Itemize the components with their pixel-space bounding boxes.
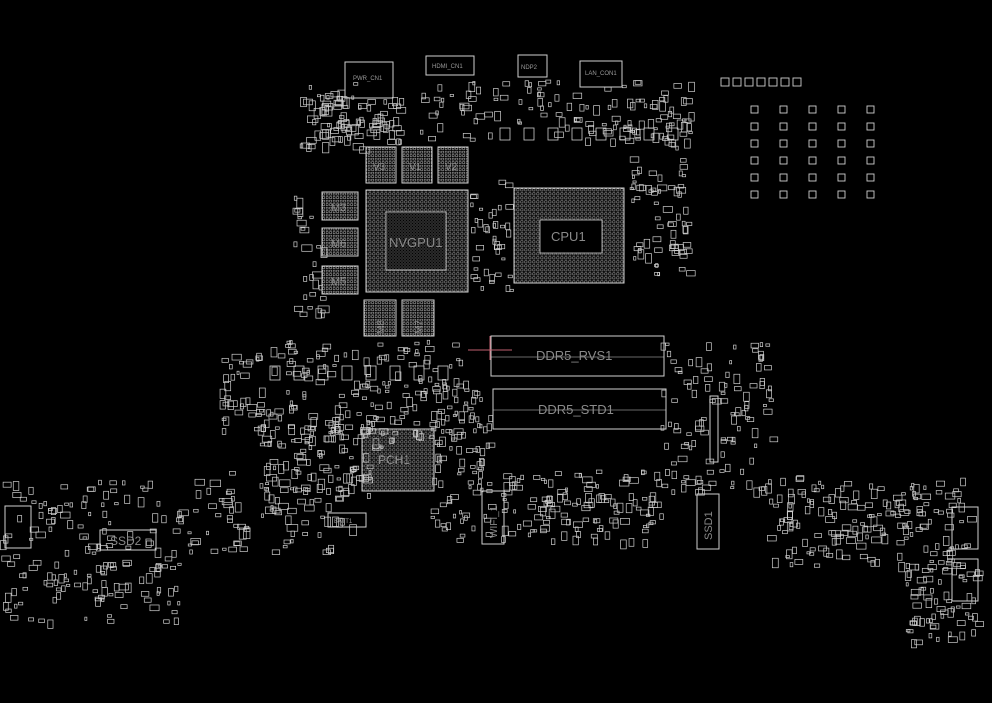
vram-v2[interactable]: V2 bbox=[437, 146, 469, 184]
vram-m5-label: M5 bbox=[331, 276, 346, 288]
hdmi-connector[interactable]: HDMI_CN1 bbox=[425, 55, 475, 76]
gpu-chip[interactable]: NVGPU1 bbox=[365, 189, 469, 293]
test-point-grid bbox=[720, 77, 875, 199]
vram-v3[interactable]: V3 bbox=[365, 146, 397, 184]
ndp-connector-label: NDP2 bbox=[521, 65, 538, 71]
vram-m7[interactable]: M7 bbox=[401, 299, 435, 337]
vram-v3-label: V3 bbox=[373, 162, 386, 173]
ddr5-std-slot[interactable]: DDR5_STD1 bbox=[492, 388, 667, 430]
gpu-label: NVGPU1 bbox=[389, 235, 442, 250]
ssd1-slot[interactable]: SSD1 bbox=[696, 493, 720, 550]
vram-m3[interactable]: M3 bbox=[321, 191, 359, 221]
right-edge-connector-bottom[interactable] bbox=[951, 558, 979, 602]
left-edge-connector[interactable] bbox=[4, 505, 32, 549]
pch-label: PCH1 bbox=[378, 453, 410, 467]
flex-connector[interactable] bbox=[709, 395, 719, 463]
vram-v1[interactable]: V1 bbox=[401, 146, 433, 184]
cpu-chip[interactable]: CPU1 bbox=[513, 187, 625, 284]
vram-m7-label: M7 bbox=[414, 320, 425, 334]
vram-m6-label: M6 bbox=[331, 238, 346, 250]
vram-m8-label: M8 bbox=[376, 320, 387, 334]
battery-connector[interactable]: BATT1 bbox=[327, 512, 367, 528]
ndp-connector[interactable]: NDP2 bbox=[517, 54, 548, 78]
wifi-slot[interactable]: WIFI_1 bbox=[481, 490, 505, 545]
vram-v1-label: V1 bbox=[409, 162, 422, 173]
ssd1-slot-label: SSD1 bbox=[703, 511, 715, 540]
wifi-slot-label: WIFI_1 bbox=[489, 505, 500, 538]
battery-connector-label: BATT1 bbox=[334, 519, 353, 525]
ddr5-rvs-slot[interactable]: DDR5_RVS1 bbox=[490, 335, 665, 377]
vram-m8[interactable]: M8 bbox=[363, 299, 397, 337]
lan-connector[interactable]: LAN_CON1 bbox=[579, 60, 623, 88]
pwr-connector-label: PWR_CN1 bbox=[353, 76, 383, 82]
vram-m5[interactable]: M5 bbox=[321, 265, 359, 295]
ddr5-rvs-label: DDR5_RVS1 bbox=[536, 348, 612, 363]
vram-m3-label: M3 bbox=[331, 202, 346, 214]
vram-m6[interactable]: M6 bbox=[321, 227, 359, 257]
ssd2-slot[interactable]: SSD2 bbox=[99, 529, 157, 551]
lan-connector-label: LAN_CON1 bbox=[585, 71, 617, 77]
passive-components bbox=[0, 79, 984, 649]
ssd2-slot-label: SSD2 bbox=[110, 534, 142, 548]
ddr5-std-label: DDR5_STD1 bbox=[538, 402, 614, 417]
cpu-label: CPU1 bbox=[551, 229, 586, 244]
vram-v2-label: V2 bbox=[445, 162, 458, 173]
right-edge-connector-top[interactable] bbox=[951, 506, 979, 550]
pwr-connector[interactable]: PWR_CN1 bbox=[344, 61, 394, 99]
pch-chip[interactable]: PCH1 bbox=[361, 428, 435, 492]
hdmi-connector-label: HDMI_CN1 bbox=[432, 64, 463, 70]
